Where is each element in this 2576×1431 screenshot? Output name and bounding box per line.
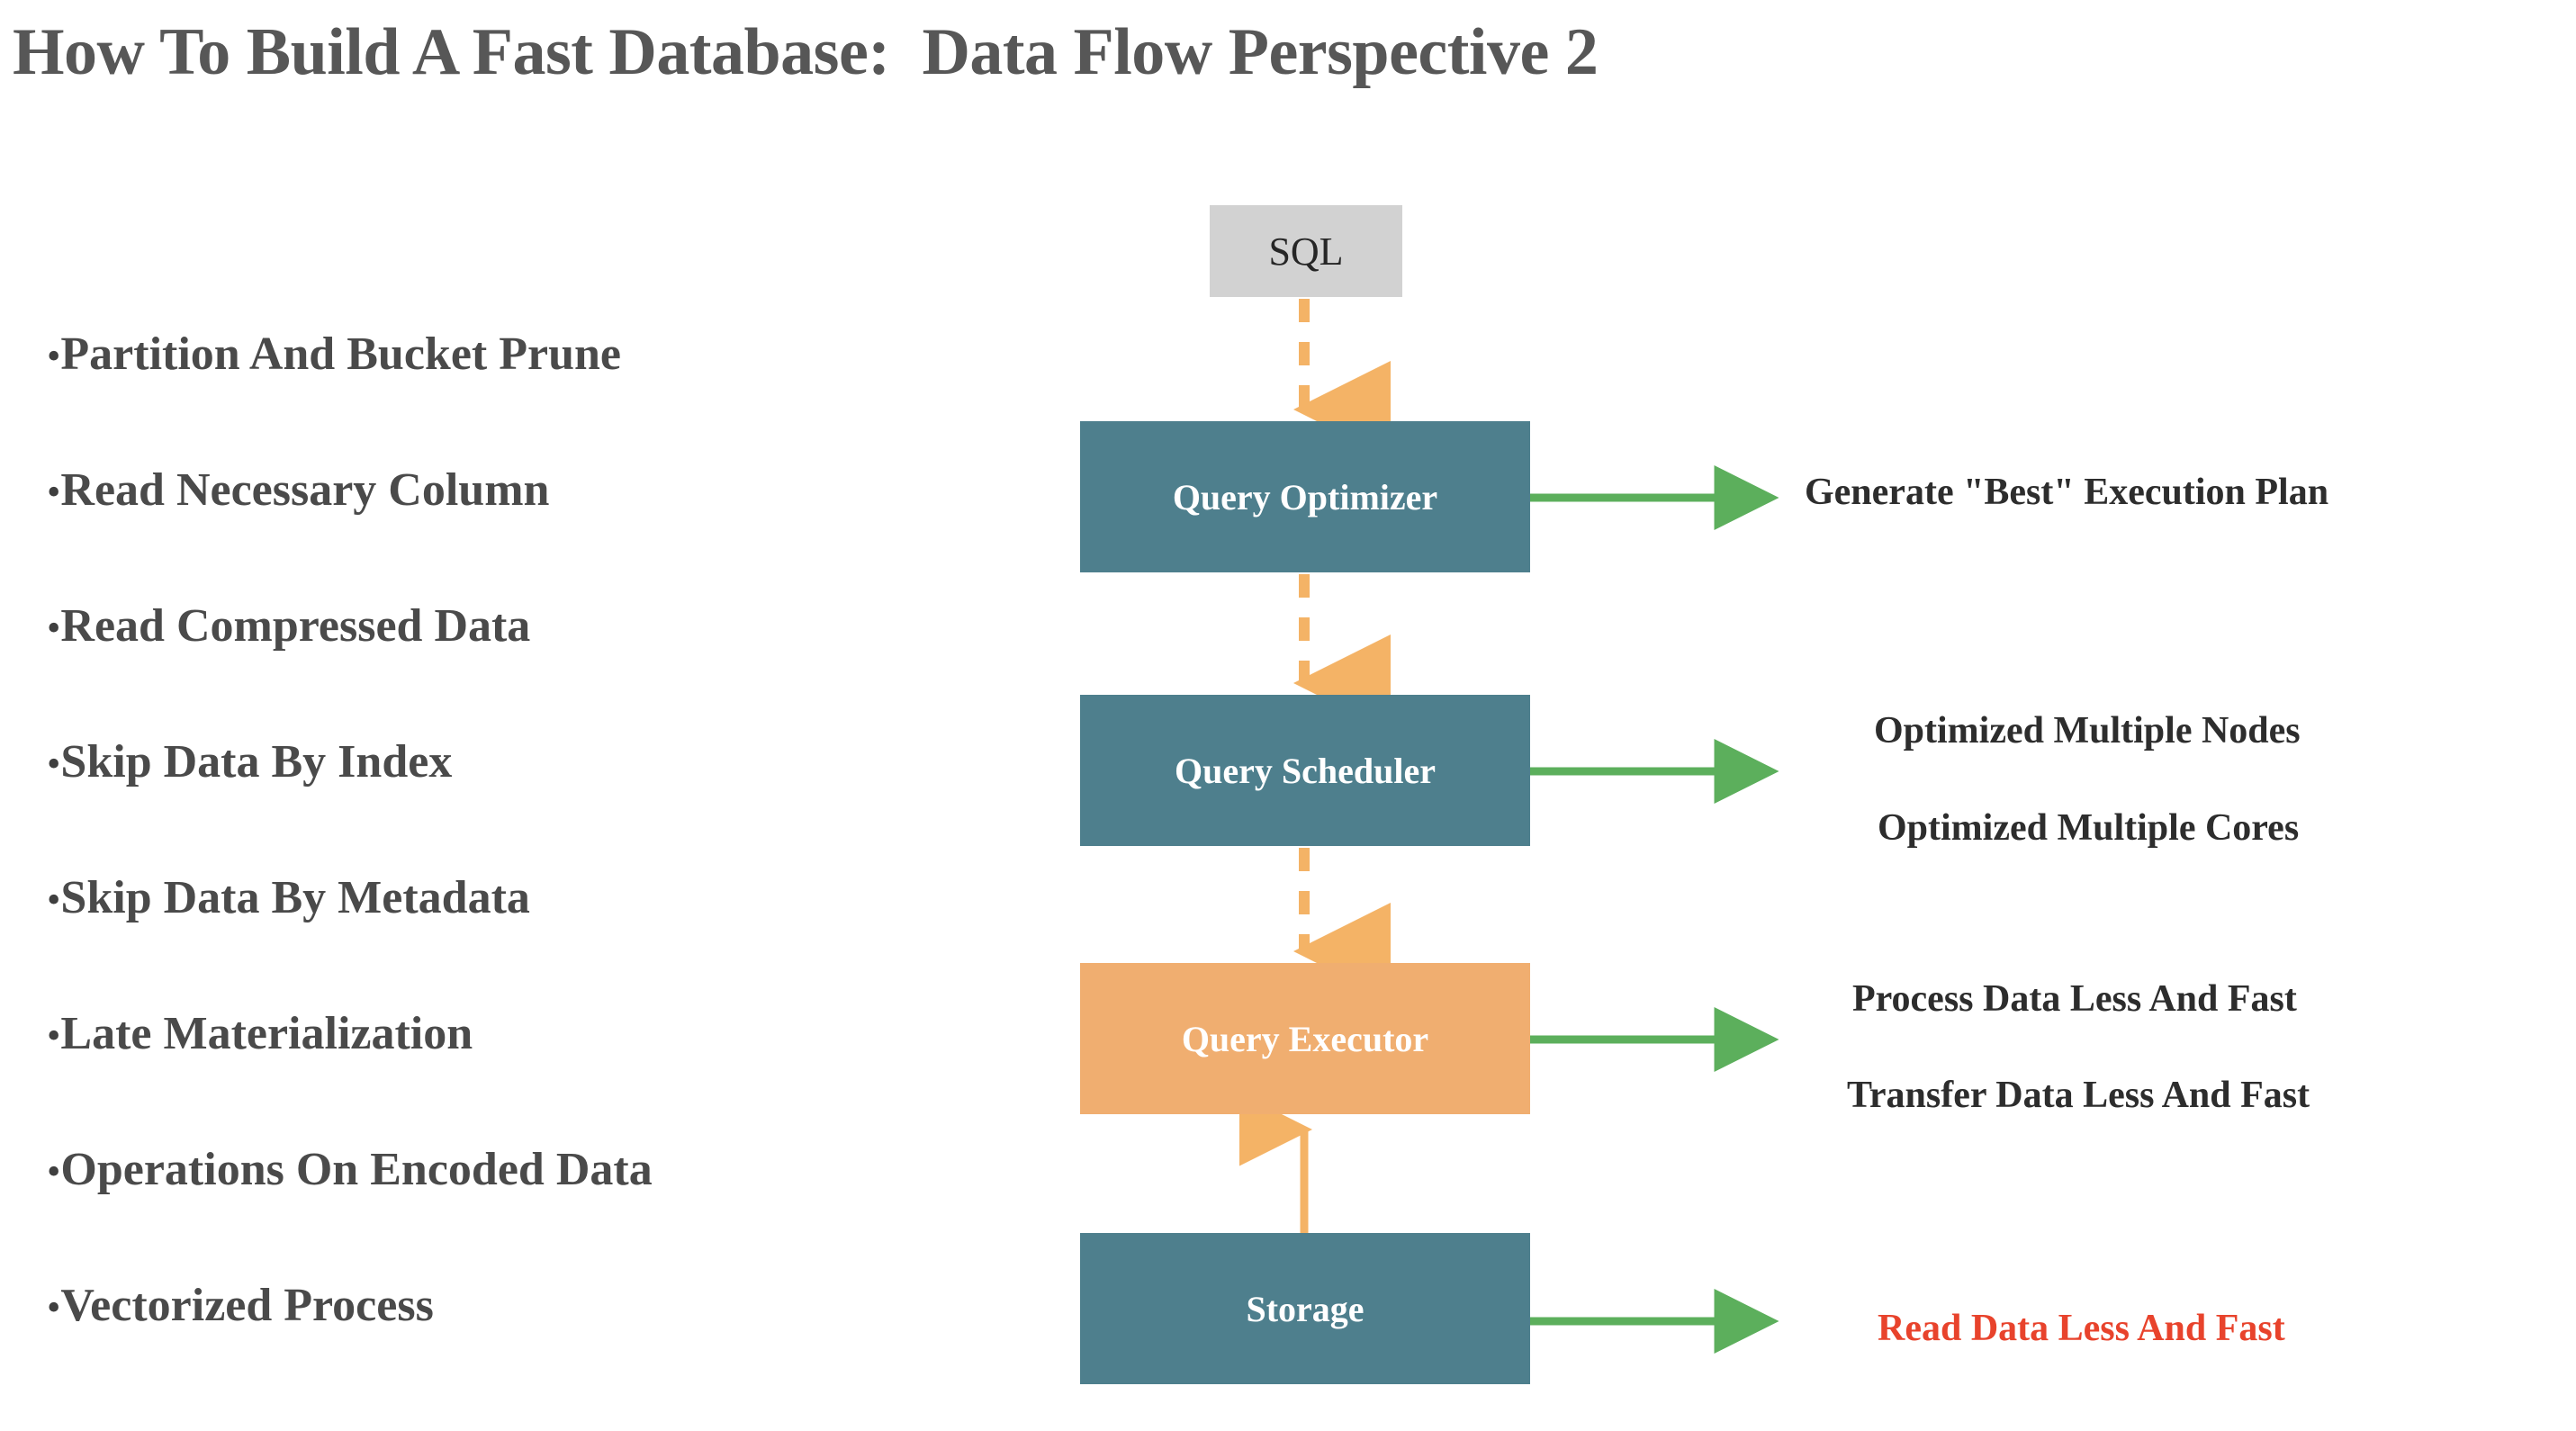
- flow-node-query-optimizer[interactable]: Query Optimizer: [1080, 421, 1530, 572]
- bullet-label: Partition And Bucket Prune: [60, 328, 621, 380]
- list-item: • Late Materialization: [47, 966, 947, 1102]
- bullet-label: Read Necessary Column: [60, 464, 550, 516]
- outcome-label-executor-transfer: Transfer Data Less And Fast: [1847, 1075, 2310, 1116]
- bullet-label: Read Compressed Data: [60, 600, 531, 652]
- bullet-marker-icon: •: [47, 470, 61, 514]
- flow-node-query-scheduler-label: Query Scheduler: [1175, 750, 1436, 791]
- outcome-label-scheduler-cores: Optimized Multiple Cores: [1878, 807, 2300, 849]
- bullet-label: Skip Data By Index: [60, 736, 453, 788]
- bullet-marker-icon: •: [47, 606, 61, 650]
- flow-node-storage[interactable]: Storage: [1080, 1233, 1530, 1384]
- outcome-label-optimizer: Generate "Best" Execution Plan: [1805, 472, 2329, 513]
- list-item: • Read Compressed Data: [47, 558, 947, 694]
- page-title: How To Build A Fast Database: Data Flow …: [13, 15, 1599, 89]
- outcome-label-storage-read: Read Data Less And Fast: [1878, 1308, 2285, 1349]
- list-item: • Read Necessary Column: [47, 422, 947, 558]
- bullet-list: • Partition And Bucket Prune • Read Nece…: [47, 286, 947, 1373]
- flow-node-query-optimizer-label: Query Optimizer: [1172, 476, 1438, 518]
- bullet-marker-icon: •: [47, 1013, 61, 1058]
- bullet-label: Late Materialization: [60, 1008, 473, 1059]
- bullet-label: Vectorized Process: [60, 1280, 434, 1331]
- bullet-marker-icon: •: [47, 334, 61, 378]
- bullet-label: Skip Data By Metadata: [60, 872, 530, 923]
- list-item: • Operations On Encoded Data: [47, 1102, 947, 1238]
- flow-node-query-executor-label: Query Executor: [1181, 1018, 1429, 1059]
- list-item: • Vectorized Process: [47, 1238, 947, 1373]
- list-item: • Skip Data By Index: [47, 694, 947, 830]
- outcome-label-scheduler-nodes: Optimized Multiple Nodes: [1874, 710, 2301, 752]
- outcome-label-executor-process: Process Data Less And Fast: [1852, 978, 2297, 1020]
- list-item: • Skip Data By Metadata: [47, 830, 947, 966]
- flow-node-query-scheduler[interactable]: Query Scheduler: [1080, 695, 1530, 846]
- bullet-marker-icon: •: [47, 1285, 61, 1329]
- bullet-marker-icon: •: [47, 742, 61, 786]
- flow-node-storage-label: Storage: [1246, 1288, 1365, 1329]
- flow-node-sql-label: SQL: [1268, 229, 1344, 274]
- bullet-marker-icon: •: [47, 1149, 61, 1193]
- flow-node-sql[interactable]: SQL: [1210, 205, 1402, 297]
- bullet-label: Operations On Encoded Data: [60, 1144, 653, 1195]
- list-item: • Partition And Bucket Prune: [47, 286, 947, 422]
- bullet-marker-icon: •: [47, 878, 61, 922]
- flow-node-query-executor[interactable]: Query Executor: [1080, 963, 1530, 1114]
